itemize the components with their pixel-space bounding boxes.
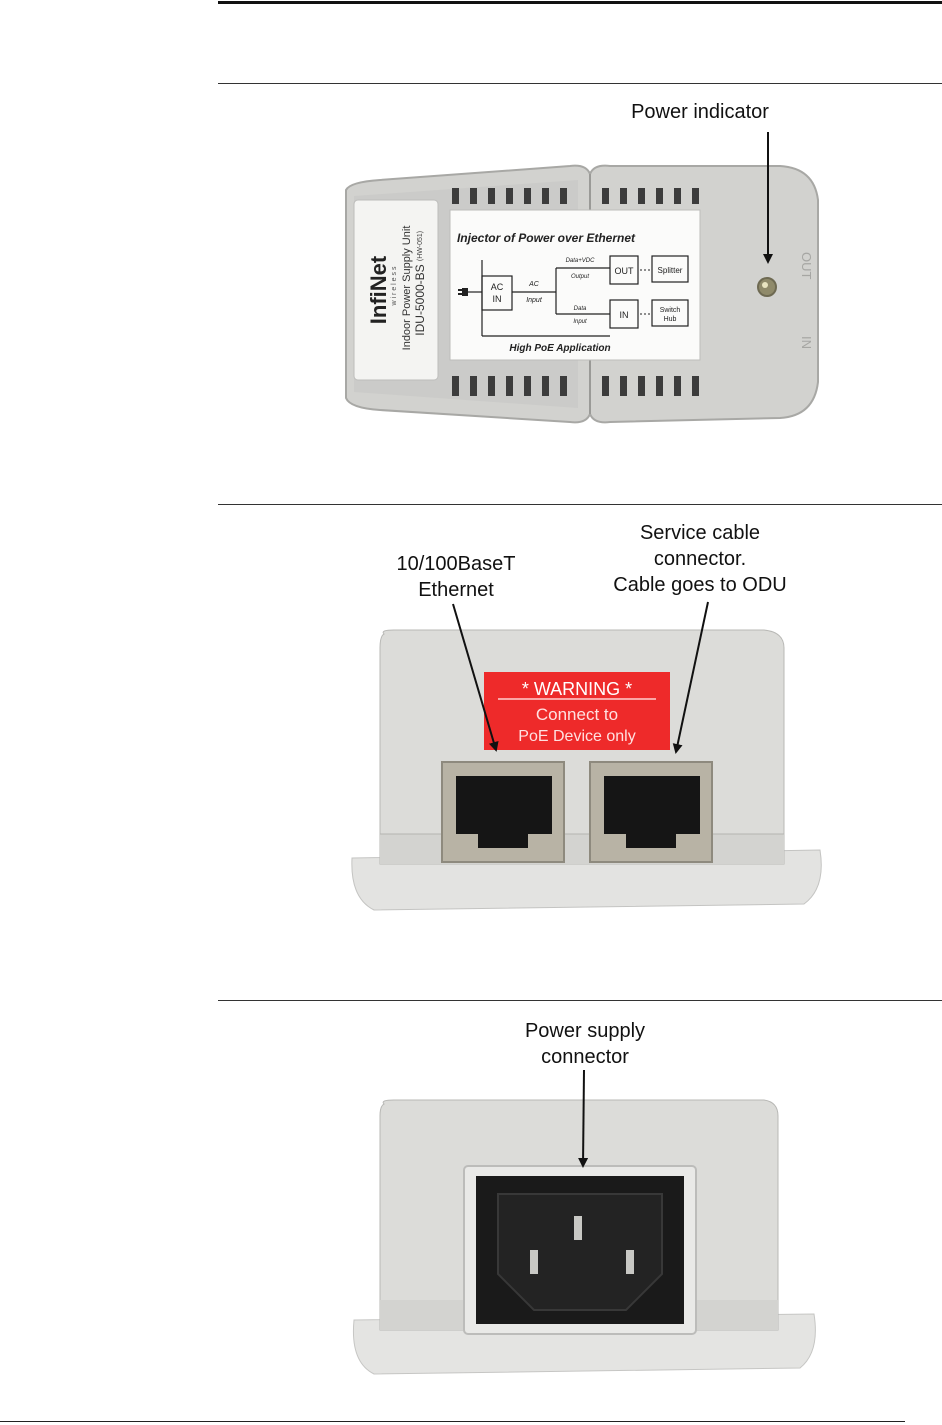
svg-text:AC: AC [528, 281, 540, 288]
out-port-mark: OUT [799, 252, 814, 280]
svg-text:OUT: OUT [615, 266, 635, 276]
svg-text:IN: IN [620, 310, 629, 320]
product-model: IDU-5000-BS [413, 264, 427, 335]
svg-text:Data+VDC: Data+VDC [566, 258, 596, 264]
power-indicator-callout: Power indicator [631, 101, 769, 123]
svg-text:AC: AC [491, 282, 504, 292]
svg-text:Switch: Switch [660, 307, 681, 314]
section-rule-2 [218, 504, 942, 505]
psu-ethernet-side-photo: * WARNING * Connect to PoE Device only [351, 629, 822, 911]
psu-power-side-photo [352, 1099, 816, 1375]
power-supply-callout: Power supply connector [524, 1020, 646, 1068]
warning-line-1: Connect to [536, 705, 618, 724]
diagram-footer: High PoE Application [509, 343, 610, 354]
ethernet-port-icon [441, 761, 565, 863]
top-rule [218, 1, 942, 4]
hw-code: (HW-051) [417, 231, 424, 261]
bottom-rule [0, 1421, 905, 1422]
svg-text:Input: Input [526, 297, 543, 304]
section-rule-1 [218, 83, 942, 84]
brand-sub-text: w i r e l e s s [391, 266, 398, 306]
svg-text:IN: IN [493, 294, 502, 304]
diagram-title: Injector of Power over Ethernet [457, 231, 636, 245]
product-line-1: Indoor Power Supply Unit [401, 226, 413, 351]
warning-label [484, 672, 670, 750]
service-cable-port-icon [589, 761, 713, 863]
brand-logo-text: InfiNet [366, 255, 391, 324]
psu-top-view-photo: InfiNet w i r e l e s s Indoor Power Sup… [345, 164, 819, 424]
svg-text:Hub: Hub [664, 316, 677, 323]
svg-text:Input: Input [573, 319, 587, 325]
warning-title: * WARNING * [522, 679, 632, 699]
warning-line-2: PoE Device only [518, 728, 635, 745]
svg-text:Output: Output [571, 274, 589, 280]
ethernet-callout: 10/100BaseT Ethernet [396, 553, 516, 601]
svg-text:Data: Data [574, 306, 587, 312]
plug-icon [458, 288, 468, 296]
in-port-mark: IN [799, 336, 814, 349]
service-cable-callout: Service cable connector. Cable goes to O… [613, 522, 787, 596]
svg-text:Splitter: Splitter [658, 266, 683, 275]
iec-power-socket-icon [476, 1176, 684, 1324]
section-rule-3 [218, 1000, 942, 1001]
